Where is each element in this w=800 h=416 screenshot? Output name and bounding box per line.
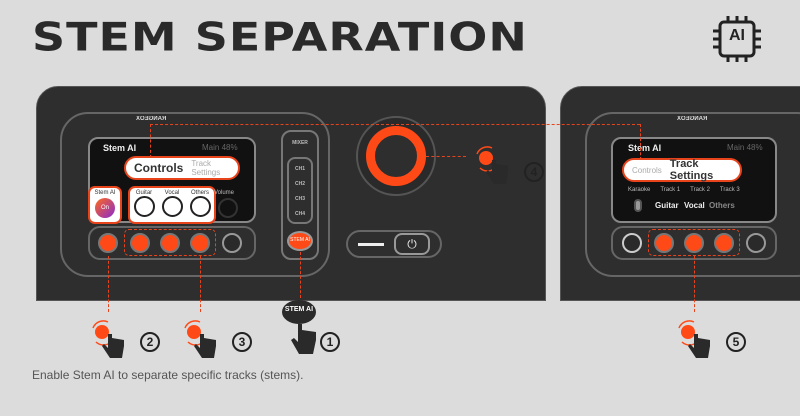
volume-label: Volume — [214, 190, 235, 196]
pad-right-2[interactable] — [654, 233, 674, 253]
ch3[interactable]: CH3 — [294, 196, 305, 202]
press-hand-icon — [291, 324, 316, 354]
mixer-label: MIXER — [292, 140, 308, 146]
callout-line-2 — [108, 256, 109, 312]
track-label-guitar: Guitar — [135, 190, 153, 196]
logo-right: RANGEOX — [677, 116, 708, 122]
callout-line-knob — [426, 156, 466, 157]
pad-row — [88, 226, 256, 260]
page-title: STEM SEPARATION — [32, 14, 528, 60]
pad-right-3[interactable] — [684, 233, 704, 253]
pad-right-5[interactable] — [746, 233, 766, 253]
logo: RANGEOX — [136, 116, 167, 122]
track1-value[interactable]: Guitar — [655, 201, 679, 210]
screen-header-right: Stem AI — [628, 143, 662, 153]
power-button[interactable]: ⏻ — [394, 233, 430, 255]
step-3: 3 — [232, 332, 252, 352]
track3-value[interactable]: Others — [709, 201, 735, 210]
ch2[interactable]: CH2 — [294, 181, 305, 187]
ch1[interactable]: CH1 — [294, 166, 305, 172]
turn-gesture-icon — [476, 146, 509, 185]
col-track1: Track 1 — [660, 187, 681, 193]
tab-controls-right[interactable]: Controls — [632, 165, 662, 175]
callout-line-3 — [200, 256, 201, 312]
stem-ai-bubble: STEM AI — [282, 300, 316, 324]
tab-track-settings-right[interactable]: Track Settings — [669, 158, 714, 182]
tab-bar-right: Controls Track Settings — [622, 158, 742, 182]
others-knob[interactable] — [189, 196, 211, 217]
tap-gesture-icon — [184, 320, 217, 359]
pad-button-5[interactable] — [222, 233, 242, 253]
ai-badge-text: AI — [729, 27, 745, 44]
stem-ai-box: Stem AI On — [88, 186, 122, 224]
step-5: 5 — [726, 332, 746, 352]
screen-header: Stem AI — [103, 143, 137, 153]
step-1: 1 — [320, 332, 340, 352]
left-panel-outline — [60, 112, 330, 277]
slider-bar — [358, 243, 384, 246]
pad-button-3[interactable] — [160, 233, 180, 253]
channel-group — [287, 157, 313, 224]
track2-value[interactable]: Vocal — [684, 201, 705, 210]
tab-bar: Controls Track Settings — [124, 156, 240, 180]
pad-right-1[interactable] — [622, 233, 642, 253]
callout-line-5 — [694, 256, 695, 312]
pad-button-1[interactable] — [98, 233, 118, 253]
callout-line-1 — [300, 252, 301, 298]
power-area — [346, 230, 442, 258]
track-knobs: Guitar Vocal Others — [128, 186, 216, 224]
main-knob[interactable] — [366, 126, 426, 186]
main-level-right: Main 48% — [727, 143, 763, 152]
caption: Enable Stem AI to separate specific trac… — [32, 368, 304, 382]
step-2: 2 — [140, 332, 160, 352]
ai-chip-icon — [713, 16, 761, 62]
pad-right-4[interactable] — [714, 233, 734, 253]
tab-track-settings[interactable]: Track Settings — [191, 159, 221, 177]
step-4: 4 — [524, 162, 544, 182]
tap-gesture-icon — [92, 320, 125, 359]
callout-line-right — [640, 124, 641, 160]
track-label-others: Others — [190, 190, 209, 196]
stem-ai-toggle[interactable]: On — [95, 198, 115, 218]
vocal-knob[interactable] — [161, 196, 183, 217]
col-track2: Track 2 — [690, 187, 710, 193]
tab-controls[interactable]: Controls — [134, 161, 184, 175]
right-panel-outline — [585, 112, 800, 277]
tap-gesture-icon — [678, 320, 711, 359]
track-label-vocal: Vocal — [164, 190, 180, 196]
track-columns: Karaoke Track 1 Track 2 Track 3 — [628, 187, 740, 193]
main-level: Main 48% — [202, 143, 238, 152]
karaoke-toggle[interactable] — [634, 199, 642, 212]
col-karaoke: Karaoke — [628, 187, 651, 193]
pad-button-4[interactable] — [190, 233, 210, 253]
ch4[interactable]: CH4 — [294, 211, 305, 217]
pad-button-2[interactable] — [130, 233, 150, 253]
volume-knob[interactable] — [218, 198, 238, 218]
col-track3: Track 3 — [719, 187, 740, 193]
guitar-knob[interactable] — [133, 196, 155, 217]
highlight-pads-right — [648, 229, 740, 256]
callout-line-left — [150, 124, 151, 158]
callout-line-top — [150, 124, 640, 125]
highlight-pads — [124, 229, 216, 256]
stem-ai-button[interactable]: STEM AI — [287, 231, 313, 251]
stem-ai-label: Stem AI — [94, 190, 116, 196]
